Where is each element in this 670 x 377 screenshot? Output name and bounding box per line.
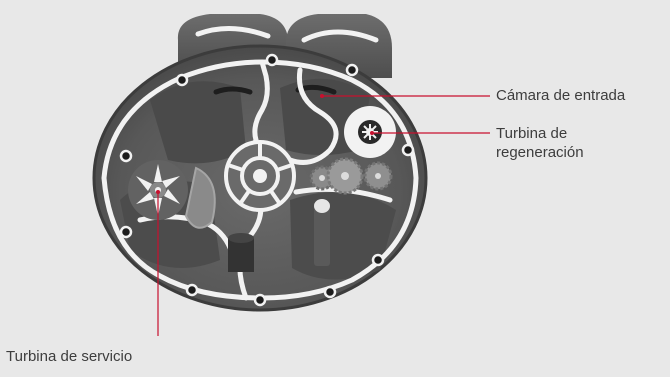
leader-dot-regeneracion: [370, 131, 374, 135]
label-turbina-de-regeneracion: Turbina de regeneración: [496, 124, 584, 162]
label-turbina-de-servicio: Turbina de servicio: [6, 347, 132, 366]
label-turbina-de-servicio-text: Turbina de servicio: [6, 347, 132, 366]
label-regeneracion-line2: regeneración: [496, 143, 584, 162]
label-camara-de-entrada: Cámara de entrada: [496, 86, 625, 105]
bottom-port: [228, 238, 254, 272]
distributor-disc: [226, 142, 294, 210]
leader-dot-entrada: [320, 94, 324, 98]
regeneration-turbine: [344, 106, 396, 158]
label-camara-de-entrada-text: Cámara de entrada: [496, 86, 625, 105]
label-regeneracion-line1: Turbina de: [496, 124, 584, 143]
leader-dot-servicio: [156, 190, 160, 194]
